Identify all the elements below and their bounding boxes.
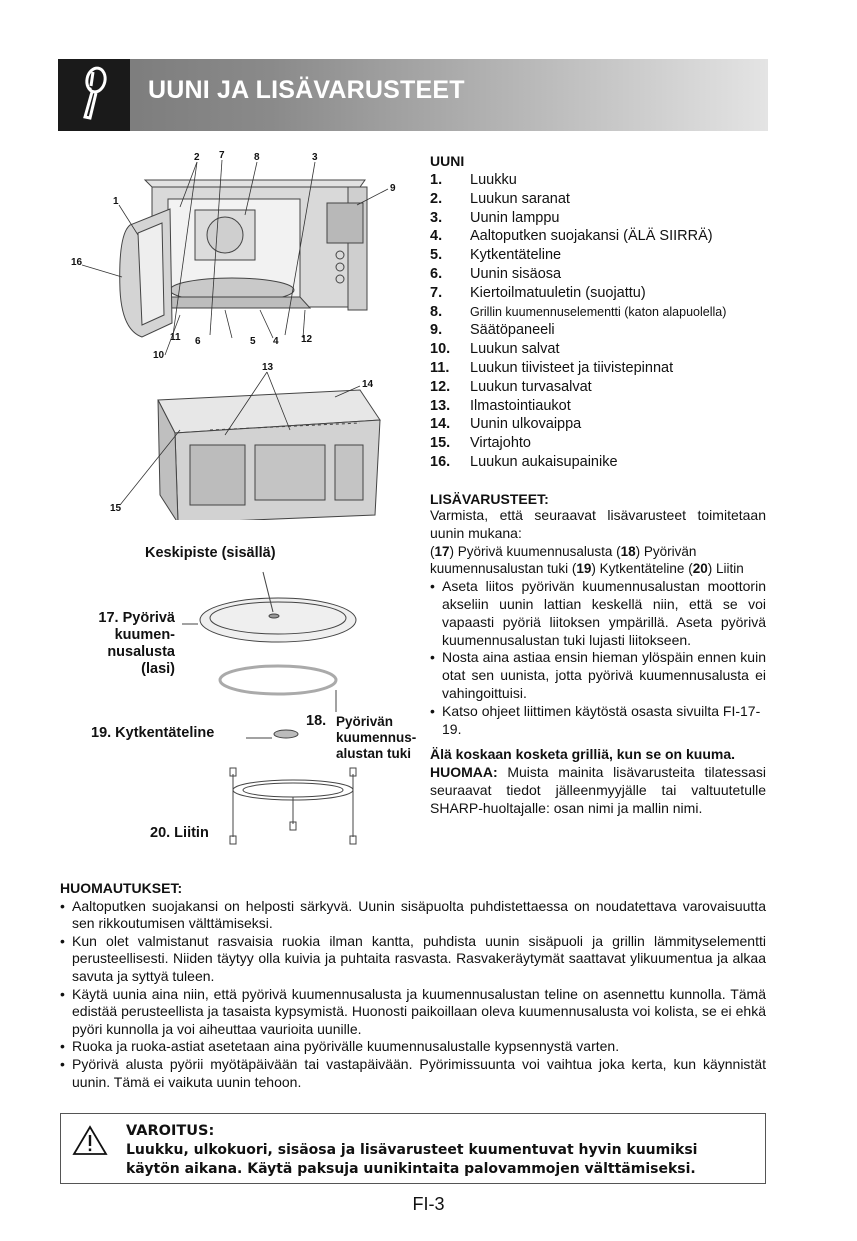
list-item: 5.Kytkentäteline xyxy=(430,246,770,265)
accessory-bullet: Katso ohjeet liittimen käytöstä osasta s… xyxy=(430,703,766,739)
list-item: 2.Luukun saranat xyxy=(430,190,770,209)
callout-16: 16 xyxy=(71,257,83,268)
oven-heading: UUNI xyxy=(430,153,464,169)
accessories-heading: LISÄVARUSTEET: xyxy=(430,491,766,507)
list-item: 10.Luukun salvat xyxy=(430,340,770,359)
order-note: HUOMAA: Muista mainita lisävarusteita ti… xyxy=(430,764,766,817)
notes-heading: HUOMAUTUKSET: xyxy=(60,880,766,898)
list-item: 6.Uunin sisäosa xyxy=(430,265,770,284)
oven-diagram: 2 7 8 3 9 1 16 11 6 5 4 12 10 13 14 15 xyxy=(60,145,405,520)
list-item: 14.Uunin ulkovaippa xyxy=(430,415,770,434)
callout-11: 11 xyxy=(170,332,181,343)
accessory-bullet: Aseta liitos pyörivän kuumennusalustan m… xyxy=(430,578,766,649)
magnifier-icon xyxy=(58,59,130,131)
list-item: 9.Säätöpaneeli xyxy=(430,321,770,340)
list-item: 4.Aaltoputken suojakansi (ÄLÄ SIIRRÄ) xyxy=(430,227,770,246)
warning-text: Luukku, ulkokuori, sisäosa ja lisävarust… xyxy=(126,1141,756,1179)
callout-15: 15 xyxy=(110,503,122,514)
callout-2: 2 xyxy=(194,152,200,163)
callout-14: 14 xyxy=(362,379,374,390)
label-connector: 20. Liitin xyxy=(150,825,209,842)
note-item: Aaltoputken suojakansi on helposti särky… xyxy=(60,898,766,933)
callout-8: 8 xyxy=(254,152,260,163)
callout-13: 13 xyxy=(262,362,274,373)
callout-9: 9 xyxy=(390,183,396,194)
list-item: 15.Virtajohto xyxy=(430,434,770,453)
notes-section: HUOMAUTUKSET: Aaltoputken suojakansi on … xyxy=(60,880,766,1091)
note-item: Pyörivä alusta pyörii myötäpäivään tai v… xyxy=(60,1056,766,1091)
list-item: 13.Ilmastointiaukot xyxy=(430,397,770,416)
callout-10: 10 xyxy=(153,350,165,361)
list-item: 7.Kiertoilmatuuletin (suojattu) xyxy=(430,284,770,303)
callout-6: 6 xyxy=(195,336,201,347)
callout-7: 7 xyxy=(219,150,225,161)
list-item: 16.Luukun aukaisupainike xyxy=(430,453,770,472)
callout-12: 12 xyxy=(301,334,313,345)
callout-3: 3 xyxy=(312,152,318,163)
callout-4: 4 xyxy=(273,336,279,347)
note-item: Ruoka ja ruoka-astiat asetetaan aina pyö… xyxy=(60,1038,766,1056)
accessories-items: (17) Pyörivä kuumennusalusta (18) Pyöriv… xyxy=(430,543,766,579)
label-coupling: 19. Kytkentäteline xyxy=(91,725,214,742)
warning-triangle-icon xyxy=(72,1124,108,1156)
page-number: FI-3 xyxy=(0,1194,857,1215)
warning-title: VAROITUS: xyxy=(126,1123,214,1139)
accessories-diagram xyxy=(178,562,378,852)
center-point-label: Keskipiste (sisällä) xyxy=(145,545,276,562)
page-title: UUNI JA LISÄVARUSTEET xyxy=(148,76,465,105)
parts-list: 1.Luukku 2.Luukun saranat 3.Uunin lamppu… xyxy=(430,171,770,472)
label-support-num: 18. xyxy=(306,713,326,730)
list-item: 12.Luukun turvasalvat xyxy=(430,378,770,397)
list-item: 3.Uunin lamppu xyxy=(430,209,770,228)
note-item: Kun olet valmistanut rasvaisia ruokia il… xyxy=(60,933,766,986)
list-item: 1.Luukku xyxy=(430,171,770,190)
accessories-intro: Varmista, että seuraavat lisävarusteet t… xyxy=(430,507,766,543)
grill-warning: Älä koskaan kosketa grilliä, kun se on k… xyxy=(430,746,766,764)
note-item: Käytä uunia aina niin, että pyörivä kuum… xyxy=(60,986,766,1039)
accessory-bullet: Nosta aina astiaa ensin hieman ylöspäin … xyxy=(430,649,766,702)
callout-1: 1 xyxy=(113,196,119,207)
callout-5: 5 xyxy=(250,336,256,347)
accessories-section: LISÄVARUSTEET: Varmista, että seuraavat … xyxy=(430,491,766,818)
list-item: 8.Grillin kuumennuselementti (katon alap… xyxy=(430,303,770,322)
list-item: 11.Luukun tiivisteet ja tiivistepinnat xyxy=(430,359,770,378)
